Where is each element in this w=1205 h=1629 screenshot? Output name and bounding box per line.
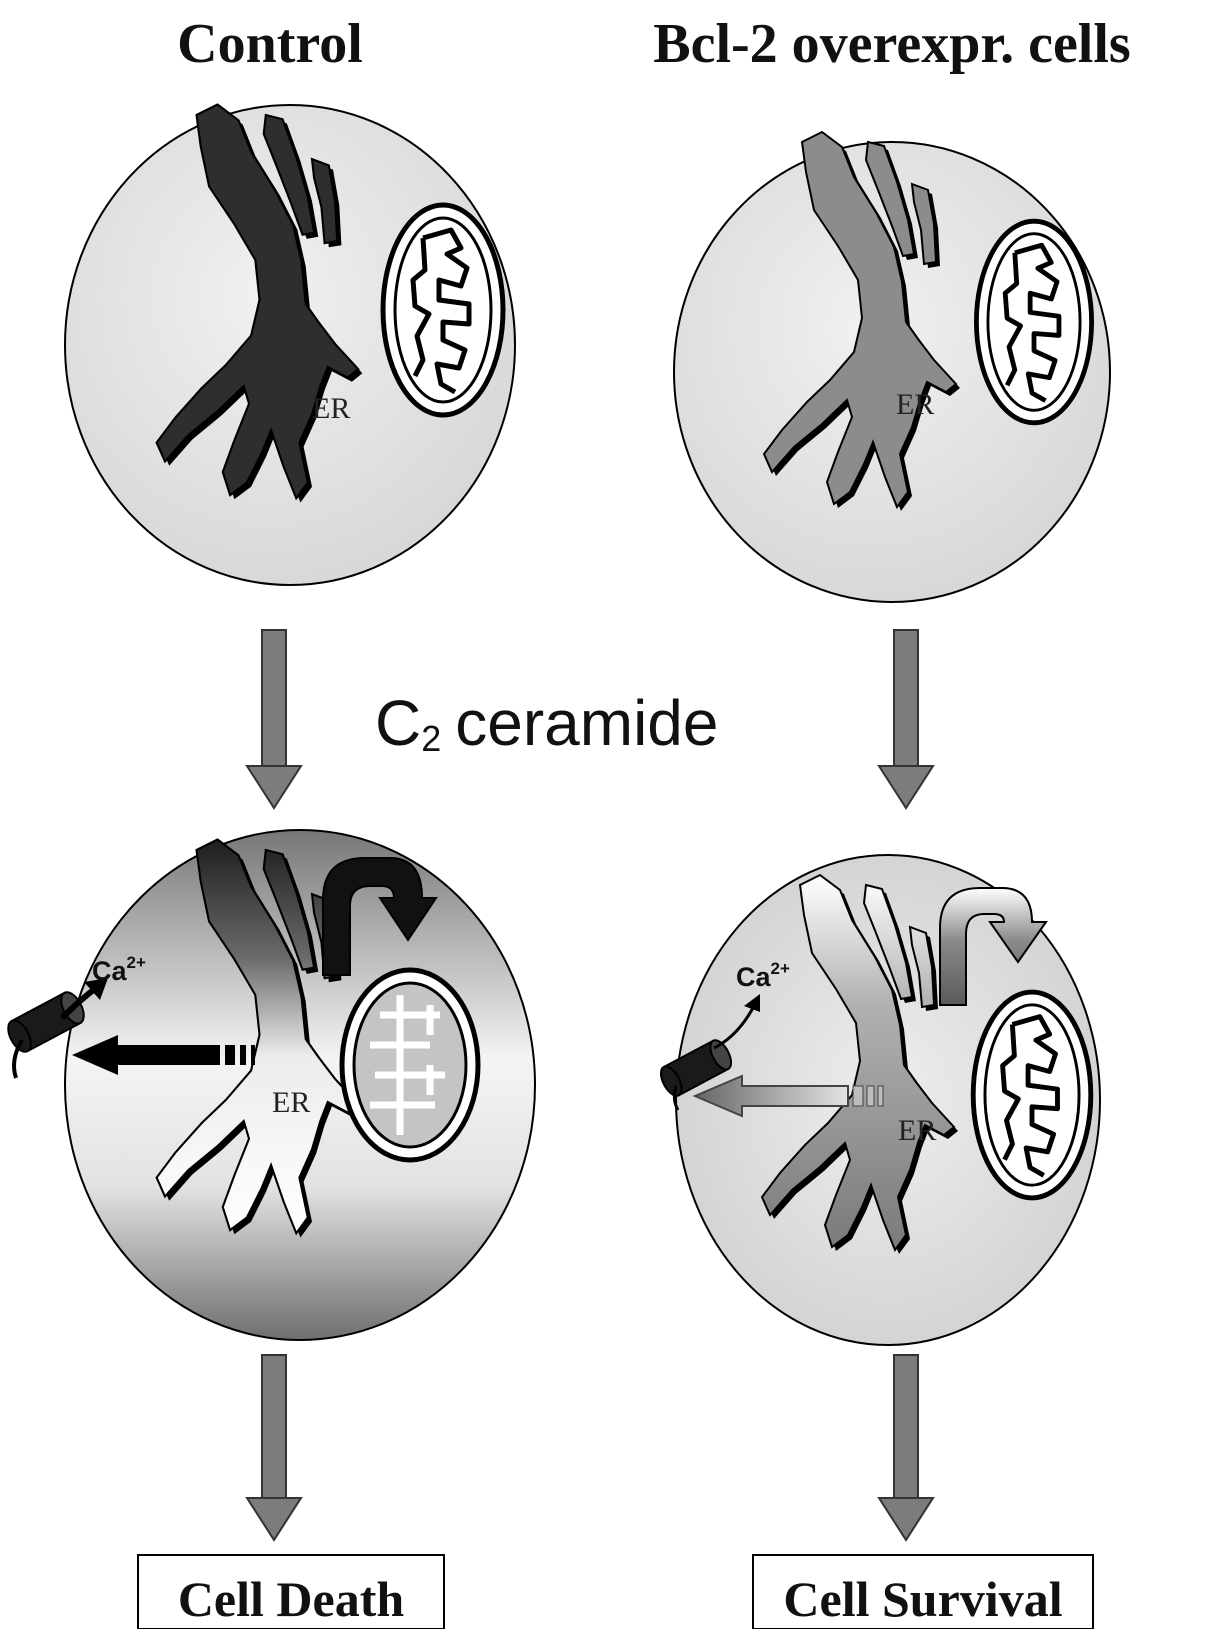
- bcl2-title: Bcl-2 overexpr. cells: [653, 13, 1130, 75]
- calcium-charge: 2+: [127, 953, 146, 972]
- er-label: ER: [898, 1114, 936, 1147]
- arrow-down-bcl2-2: [879, 1355, 933, 1540]
- outcome-box-death: Cell Death: [138, 1555, 444, 1629]
- bcl2-treated-cell: ER Ca2+: [657, 855, 1100, 1345]
- treatment-label: C2 ceramide: [375, 687, 718, 759]
- outcome-survival-text: Cell Survival: [783, 1571, 1062, 1627]
- treatment-subscript: 2: [421, 718, 441, 759]
- mitochondrion: [383, 205, 503, 415]
- control-treated-cell: ER Ca2+: [4, 830, 535, 1340]
- arrow-down-control-2: [247, 1355, 301, 1540]
- arrow-down-bcl2-1: [879, 630, 933, 808]
- treatment-name: ceramide: [455, 687, 718, 759]
- mitochondrion: [976, 221, 1091, 423]
- control-resting-cell: ER: [65, 105, 515, 586]
- calcium-symbol: Ca: [736, 962, 771, 992]
- er-label: ER: [896, 388, 934, 421]
- calcium-symbol: Ca: [92, 956, 127, 986]
- mitochondrion: [973, 992, 1091, 1198]
- control-title: Control: [177, 13, 363, 75]
- outcome-death-text: Cell Death: [178, 1571, 405, 1627]
- bcl2-resting-cell: ER: [674, 132, 1110, 602]
- er-label: ER: [312, 392, 350, 425]
- treatment-prefix: C: [375, 687, 421, 759]
- calcium-charge: 2+: [771, 959, 790, 978]
- arrow-down-control-1: [247, 630, 301, 808]
- outcome-box-survival: Cell Survival: [753, 1555, 1093, 1629]
- er-label: ER: [272, 1086, 310, 1119]
- swollen-mitochondrion: [342, 970, 478, 1160]
